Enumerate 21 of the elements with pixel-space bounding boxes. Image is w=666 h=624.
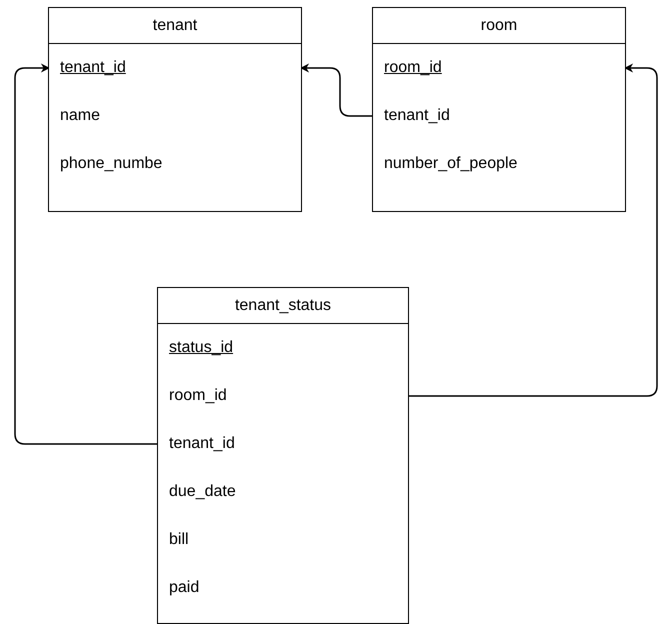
field-name: room_id — [169, 387, 227, 405]
field-name: tenant_id — [169, 435, 235, 453]
primary-key-name: status_id — [169, 339, 234, 357]
field-name: bill — [169, 531, 189, 549]
primary-key-name: room_id — [384, 59, 442, 77]
relationship-arrow — [14, 64, 158, 445]
field-name: name — [60, 107, 100, 125]
field-name: number_of_people — [384, 155, 518, 173]
relationship-arrow — [408, 64, 658, 397]
field-name: due_date — [169, 483, 236, 501]
table-name: room — [480, 16, 518, 34]
relationship-arrow — [300, 64, 373, 117]
entity-table — [157, 287, 409, 624]
primary-key-name: tenant_id — [60, 59, 126, 77]
entity-table — [372, 7, 626, 212]
table-name: tenant — [152, 16, 198, 34]
field-name: paid — [169, 579, 200, 597]
field-name: tenant_id — [384, 107, 450, 125]
entity-table — [48, 7, 302, 212]
table-name: tenant_status — [234, 296, 332, 314]
field-name: phone_numbe — [60, 155, 162, 173]
